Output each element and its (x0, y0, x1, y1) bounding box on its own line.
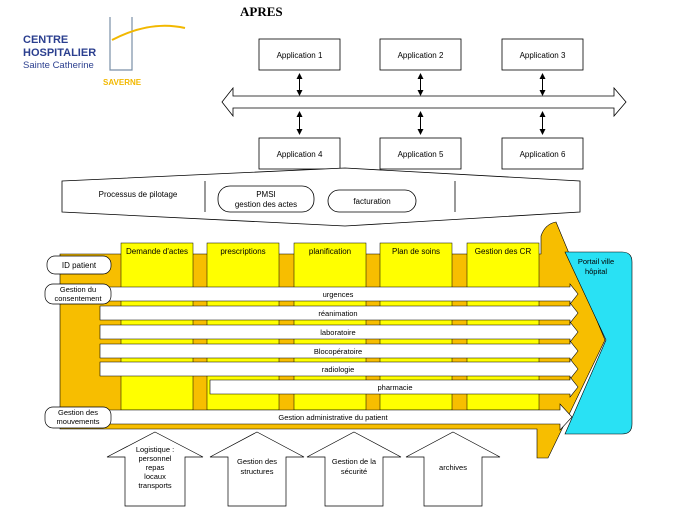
pmsi-label-1: PMSI (256, 190, 276, 199)
logistique-line-5: transports (138, 481, 172, 490)
connectors-top (296, 73, 546, 96)
flow-label-radiologie: radiologie (322, 365, 355, 374)
column-header-3: planification (309, 247, 351, 256)
support-arrow-structures (209, 431, 305, 507)
flow-arrow-reanimation (99, 302, 579, 324)
flow-arrow-laboratoire (99, 321, 579, 343)
portal-label-2: hôpital (585, 267, 607, 276)
flow-label-bloc: Blocopératoire (314, 347, 362, 356)
structures-line-1: Gestion des (237, 457, 277, 466)
applications-bottom: Application 4 Application 5 Application … (258, 137, 584, 170)
logistique-line-1: Logistique : (136, 445, 174, 454)
flow-label-reanimation: réanimation (318, 309, 357, 318)
processus-label: Processus de pilotage (99, 190, 178, 199)
id-patient-box (46, 255, 112, 275)
app-label-5: Application 5 (398, 150, 444, 159)
applications-top: Application 1 Application 2 Application … (258, 38, 584, 71)
flow-label-urgences: urgences (323, 290, 354, 299)
securite-line-1: Gestion de la (332, 457, 377, 466)
app-label-4: Application 4 (277, 150, 323, 159)
portal-ville-hopital: Portail ville hôpital (564, 251, 633, 435)
consentement-label-1: Gestion du (60, 285, 96, 294)
flow-arrow-gestion-admin (99, 403, 573, 431)
flow-arrows: urgences réanimation laboratoire Blocopé… (99, 283, 579, 431)
logo-line3: Sainte Catherine (23, 60, 94, 71)
consentement-box (44, 283, 112, 305)
app-box-4 (258, 137, 341, 170)
consentement-label-2: consentement (54, 294, 102, 303)
app-box-3 (501, 38, 584, 71)
portal-shape (564, 251, 633, 435)
pilotage-band: Processus de pilotage PMSI gestion des a… (61, 167, 581, 227)
flow-label-laboratoire: laboratoire (320, 328, 355, 337)
logo-building-icon (109, 17, 133, 71)
app-label-1: Application 1 (277, 51, 323, 60)
mouvements-label-1: Gestion des (58, 408, 98, 417)
support-arrow-logistique (106, 431, 204, 507)
facturation-box (327, 189, 417, 213)
structures-line-2: structures (241, 467, 274, 476)
support-arrow-securite (306, 431, 402, 507)
column-header-5: Gestion des CR (475, 247, 532, 256)
mouvements-box (44, 406, 112, 429)
logo-line1: CENTRE (23, 34, 68, 46)
pmsi-box (217, 185, 315, 213)
app-label-2: Application 2 (398, 51, 444, 60)
flow-arrow-pharmacie (209, 376, 579, 398)
integration-bus-arrow (221, 86, 627, 118)
logistique-line-2: personnel (139, 454, 172, 463)
flow-arrow-urgences (99, 283, 579, 305)
flow-arrow-radiologie (99, 358, 579, 380)
hospital-logo: CENTRE HOSPITALIER Sainte Catherine SAVE… (23, 17, 186, 87)
portal-label-1: Portail ville (578, 257, 614, 266)
flow-label-gestion-admin: Gestion administrative du patient (278, 413, 388, 422)
pilotage-shape (61, 167, 581, 227)
connectors-bottom (296, 111, 546, 135)
archives-line-1: archives (439, 463, 467, 472)
support-arrow-archives (405, 431, 501, 507)
app-box-6 (501, 137, 584, 170)
column-header-2: prescriptions (220, 247, 265, 256)
app-box-2 (379, 38, 462, 71)
logistique-line-4: locaux (144, 472, 166, 481)
app-box-5 (379, 137, 462, 170)
pmsi-label-2: gestion des actes (235, 200, 297, 209)
column-header-1: Demande d'actes (126, 247, 188, 256)
support-arrows: Logistique : personnel repas locaux tran… (106, 431, 501, 507)
logo-line2: HOSPITALIER (23, 47, 96, 59)
left-labels: ID patient Gestion du consentement Gesti… (44, 255, 112, 429)
app-box-1 (258, 38, 341, 71)
app-label-3: Application 3 (520, 51, 566, 60)
column-header-4: Plan de soins (392, 247, 440, 256)
id-patient-label: ID patient (62, 261, 97, 270)
securite-line-2: sécurité (341, 467, 367, 476)
app-label-6: Application 6 (520, 150, 566, 159)
logo-city: SAVERNE (103, 78, 142, 87)
facturation-label: facturation (353, 197, 390, 206)
flow-arrow-bloc (99, 340, 579, 362)
logo-swoosh-icon (111, 24, 186, 41)
flow-label-pharmacie: pharmacie (377, 383, 412, 392)
page-title: APRES (240, 4, 283, 19)
logistique-line-3: repas (146, 463, 165, 472)
mouvements-label-2: mouvements (57, 417, 100, 426)
